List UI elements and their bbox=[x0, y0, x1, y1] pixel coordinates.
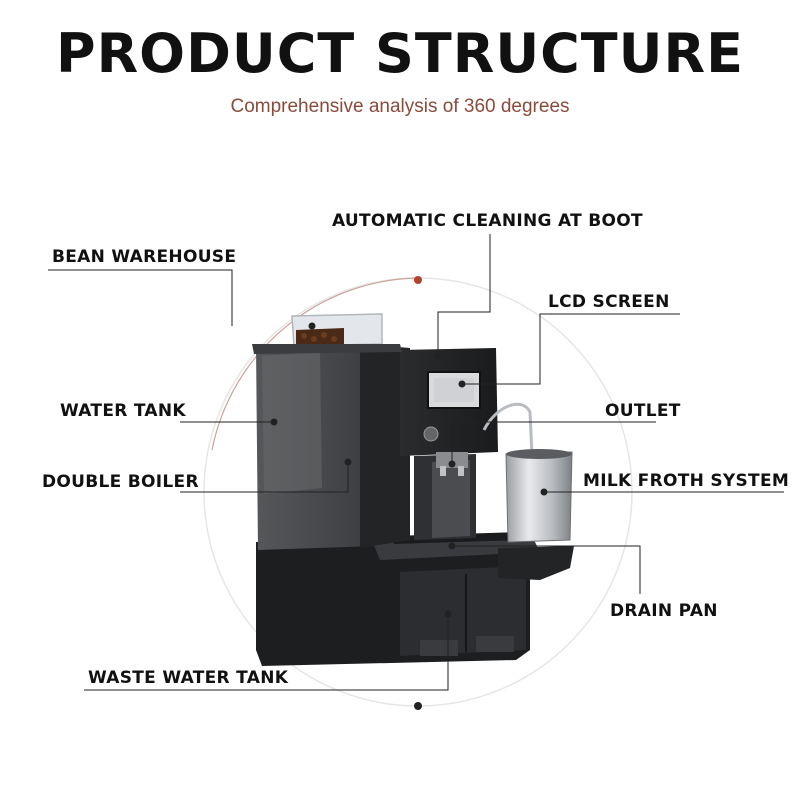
marker-outlet bbox=[448, 460, 456, 468]
marker-double-boiler bbox=[344, 458, 352, 466]
page-title: PRODUCT STRUCTURE bbox=[56, 22, 744, 85]
label-lcd-screen: LCD SCREEN bbox=[548, 292, 670, 312]
marker-milk-froth bbox=[540, 488, 548, 496]
label-milk-froth-system: MILK FROTH SYSTEM bbox=[583, 471, 789, 491]
label-automatic-cleaning: AUTOMATIC CLEANING AT BOOT bbox=[332, 211, 643, 231]
orbit-dot-bottom bbox=[414, 702, 422, 710]
label-bean-warehouse: BEAN WAREHOUSE bbox=[52, 247, 236, 267]
coffee-machine-illustration bbox=[252, 313, 574, 666]
marker-waste-water-tank bbox=[444, 610, 452, 618]
label-outlet: OUTLET bbox=[605, 401, 681, 421]
label-water-tank: WATER TANK bbox=[60, 401, 186, 421]
orbit-dot-top bbox=[414, 276, 422, 284]
label-drain-pan: DRAIN PAN bbox=[610, 601, 718, 621]
label-double-boiler: DOUBLE BOILER bbox=[42, 472, 199, 492]
marker-bean-warehouse bbox=[308, 322, 316, 330]
marker-automatic-cleaning bbox=[434, 352, 442, 360]
page-subtitle: Comprehensive analysis of 360 degrees bbox=[230, 96, 570, 117]
marker-drain-pan bbox=[448, 542, 456, 550]
marker-water-tank bbox=[270, 418, 278, 426]
leader-lines bbox=[48, 234, 784, 691]
label-waste-water-tank: WASTE WATER TANK bbox=[88, 668, 289, 688]
marker-lcd-screen bbox=[458, 380, 466, 388]
leader-markers bbox=[270, 322, 548, 618]
